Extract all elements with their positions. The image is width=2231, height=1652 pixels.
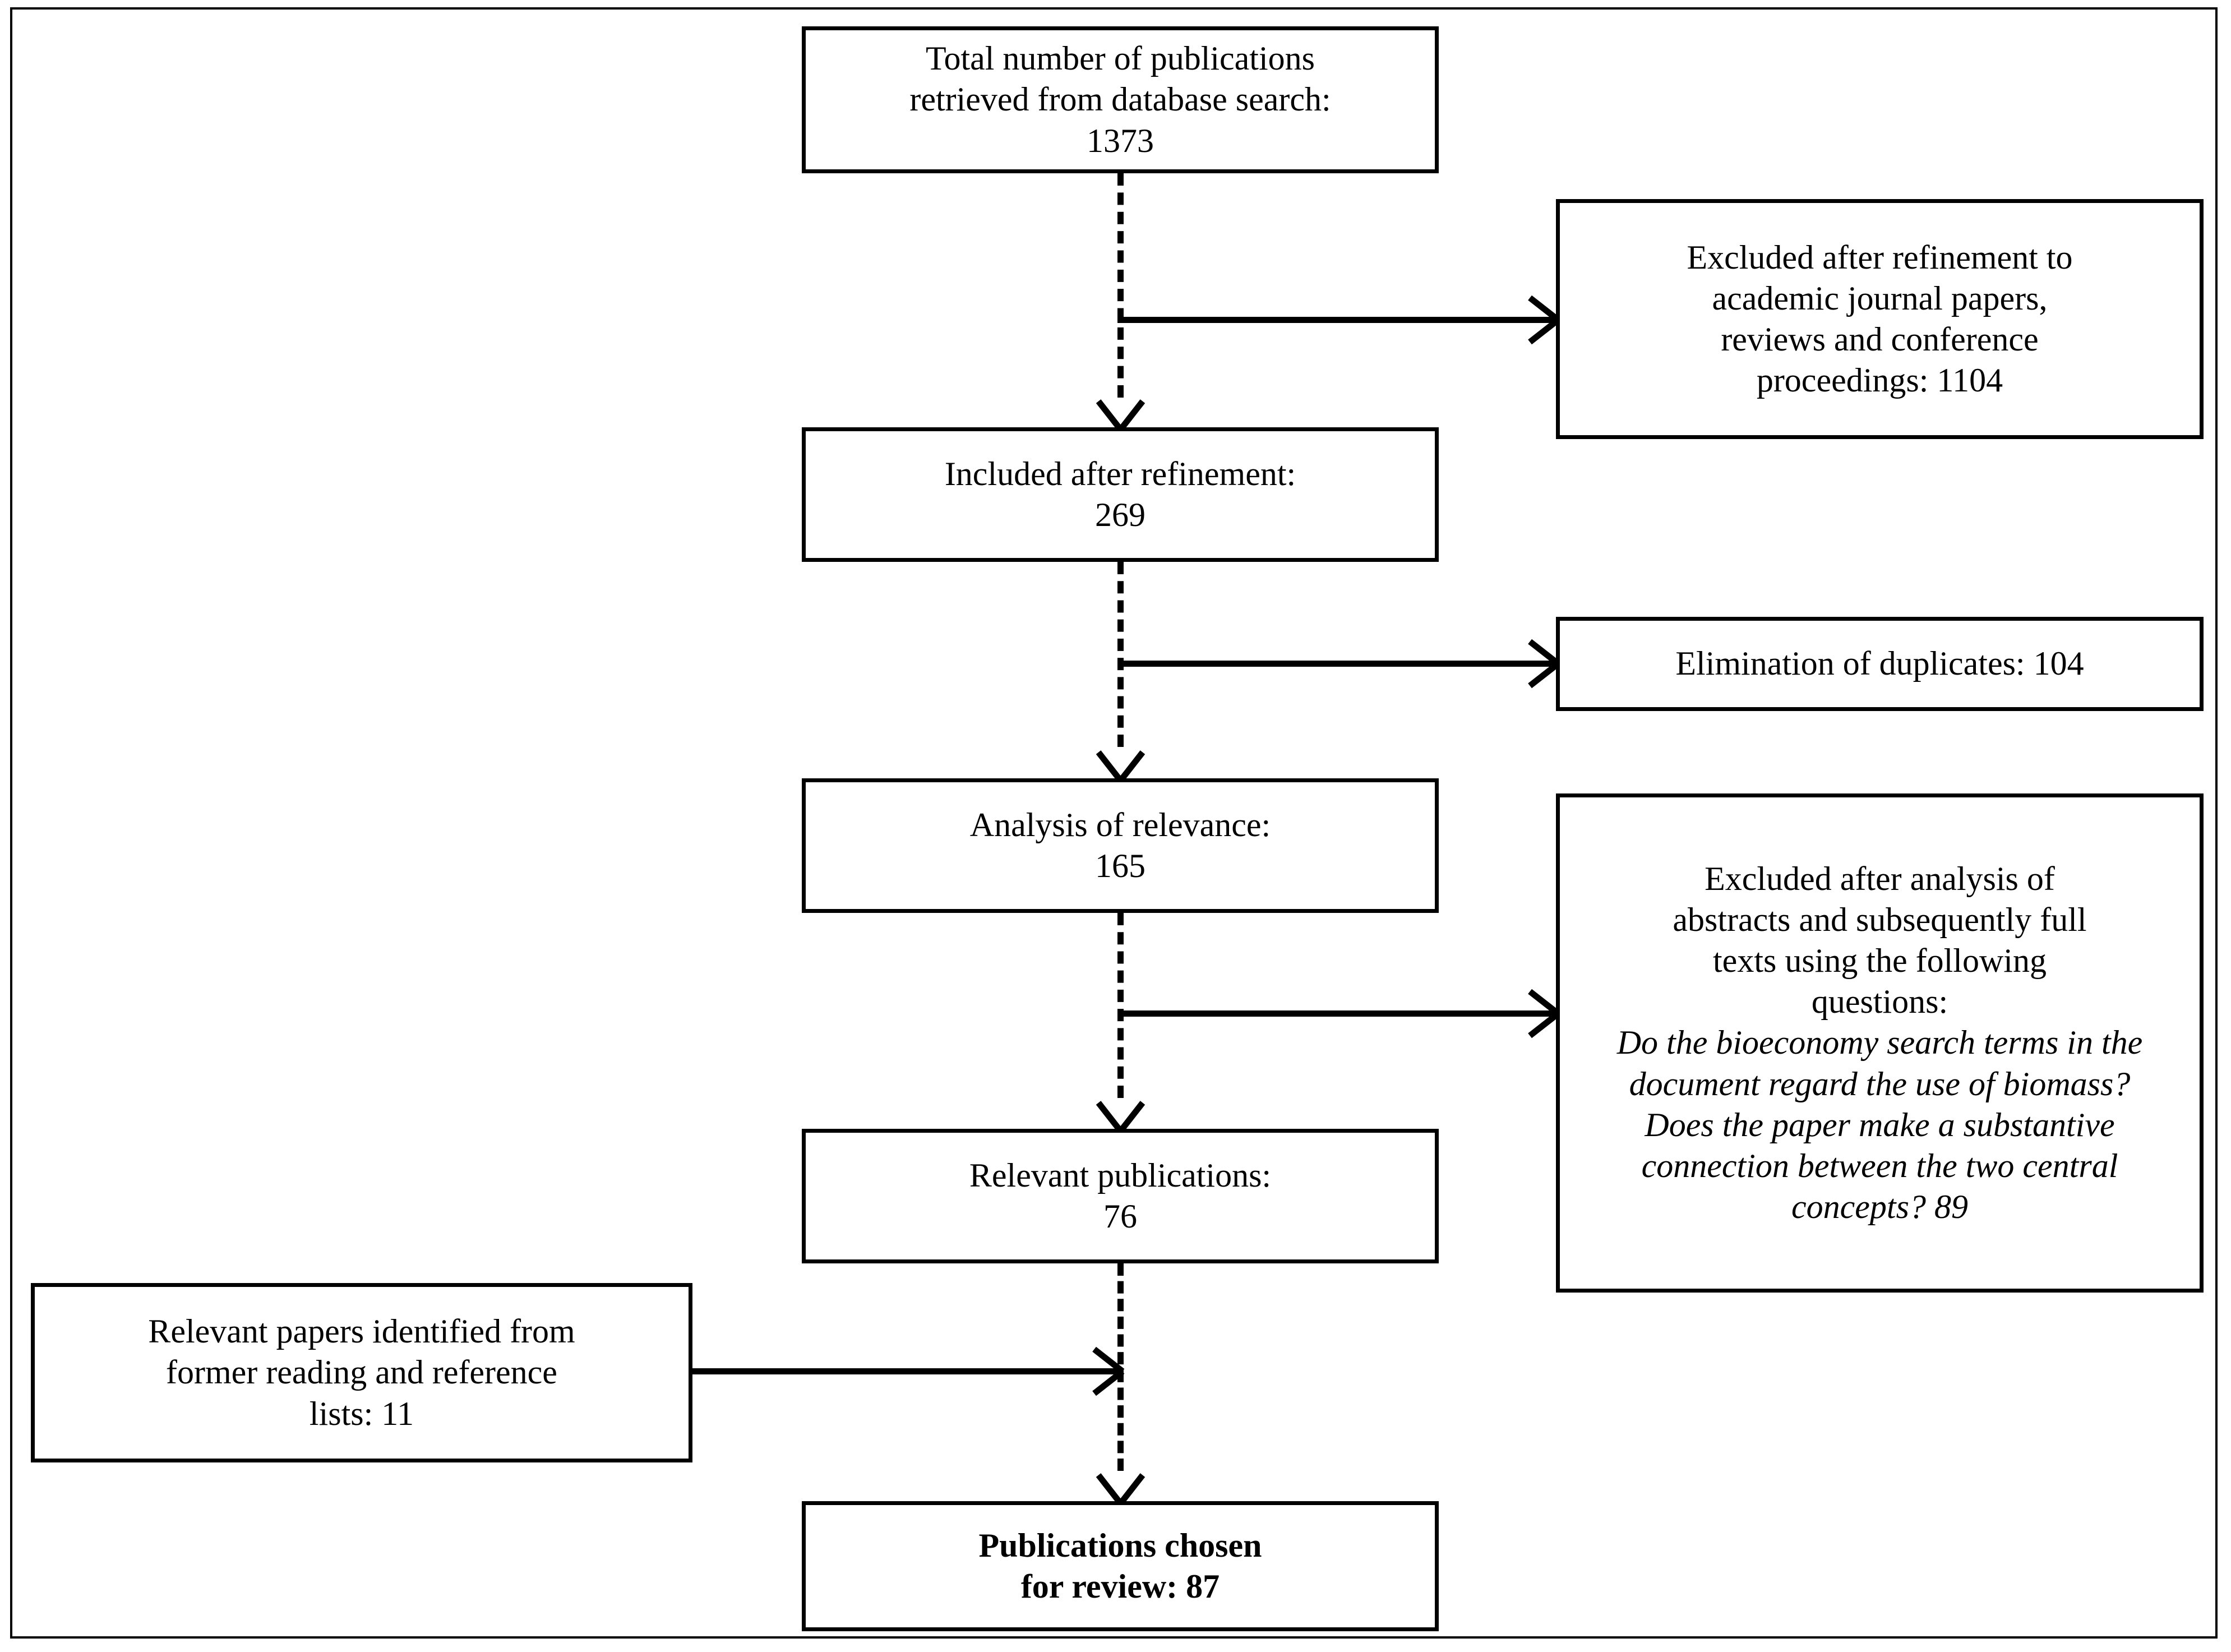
node-relevant-publications: Relevant publications: 76 [802,1129,1439,1263]
node-former-line-1: Relevant papers identified from [148,1313,575,1350]
node-former-line-3: lists: 11 [309,1395,414,1432]
connector-to-excluded-refinement [1117,317,1556,323]
node-excluded-after-abstracts: Excluded after analysis of abstracts and… [1556,793,2204,1293]
node-analysis-line-1: Analysis of relevance: [969,806,1271,843]
node-relevant-line-1: Relevant publications: [969,1156,1272,1194]
node-excl-refine-line-3: reviews and conference [1721,321,2039,358]
node-total-line-2: retrieved from database search: [909,81,1331,118]
node-excl-abs-line-1: Excluded after analysis of [1705,860,2055,897]
node-relevant-papers-former-reading: Relevant papers identified from former r… [31,1283,692,1462]
node-included-after-refinement: Included after refinement: 269 [802,427,1439,562]
node-former-line-2: former reading and reference [166,1354,557,1391]
node-excl-refine-line-1: Excluded after refinement to [1687,238,2073,276]
node-excl-abs-line-2: abstracts and subsequently full [1673,901,2087,938]
connector-to-duplicates [1117,661,1556,667]
node-relevant-line-2: 76 [1103,1198,1137,1235]
node-chosen-line-2: for review: 87 [1020,1568,1220,1605]
figure-border [10,7,2218,1639]
node-analysis-of-relevance: Analysis of relevance: 165 [802,778,1439,913]
connector-from-former-reading [692,1368,1120,1374]
node-included-line-1: Included after refinement: [944,455,1296,492]
node-total-line-1: Total number of publications [926,40,1315,77]
node-total-publications: Total number of publications retrieved f… [802,26,1439,173]
node-excluded-after-refinement: Excluded after refinement to academic jo… [1556,199,2204,439]
dashed-connector-included-to-analysis [1117,562,1124,747]
node-excl-abs-line-4: questions: [1811,983,1948,1021]
node-publications-chosen: Publications chosen for review: 87 [802,1501,1439,1631]
node-excl-abs-line-3: texts using the following [1713,942,2047,980]
node-excl-refine-line-2: academic journal papers, [1712,279,2048,317]
node-total-line-3: 1373 [1087,122,1154,159]
node-excl-abs-question-2: Does the paper make a substantive connec… [1641,1106,2118,1226]
dashed-connector-total-to-included [1117,173,1124,398]
node-excl-refine-line-4: proceedings: 1104 [1756,362,2003,399]
node-chosen-line-1: Publications chosen [978,1526,1262,1564]
node-elimination-of-duplicates: Elimination of duplicates: 104 [1556,617,2204,711]
node-analysis-line-2: 165 [1095,847,1145,884]
node-dupes-line-1: Elimination of duplicates: 104 [1675,645,2084,682]
dashed-connector-analysis-to-relevant [1117,913,1124,1098]
connector-to-excluded-abstracts [1117,1010,1556,1017]
node-excl-abs-question-1: Do the bioeconomy search terms in the do… [1616,1024,2143,1102]
node-included-line-2: 269 [1095,496,1145,533]
